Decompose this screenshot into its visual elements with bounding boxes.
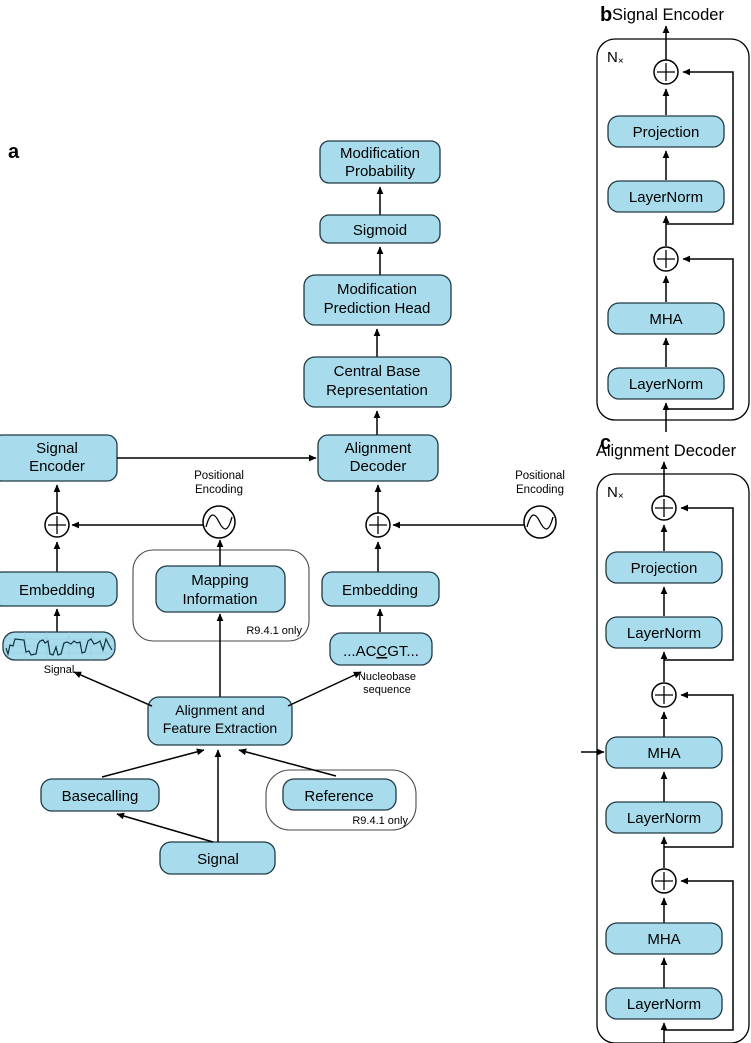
nucleobase-caption-line1: Nucleobase — [358, 671, 416, 683]
alignment-feature-line2: Feature Extraction — [163, 720, 277, 736]
panel-b-layernorm-upper-label: LayerNorm — [629, 189, 703, 206]
modification-prediction-head-line2: Prediction Head — [324, 300, 431, 317]
panel-b-box-layernorm-lower[interactable] — [607, 367, 725, 400]
panel-c-residual-2 — [664, 691, 734, 848]
signal-encoder-line1: Signal — [36, 440, 78, 457]
arrow-afe-to-signal — [73, 671, 153, 707]
box-modification-probability[interactable] — [319, 140, 441, 184]
modification-prediction-head-line1: Modification — [337, 281, 417, 298]
positional-encoding-left-line2: Encoding — [195, 484, 243, 496]
panel-c-box-mha-cross[interactable] — [605, 736, 723, 769]
panel-b-frame — [596, 38, 750, 421]
panel-c-box-layernorm-3[interactable] — [605, 987, 723, 1020]
box-nucleobase-sequence[interactable] — [329, 632, 433, 666]
basecalling-label: Basecalling — [62, 788, 139, 805]
panel-b-title: Signal Encoder — [612, 6, 724, 24]
alignment-feature-line1: Alignment and — [175, 702, 265, 718]
panel-b-box-projection[interactable] — [607, 115, 725, 148]
panel-c-repeat-label: N× — [607, 484, 624, 502]
box-alignment-decoder[interactable] — [317, 434, 439, 482]
panel-b-box-layernorm-upper[interactable] — [607, 180, 725, 213]
r941-only-reference-label: R9.4.1 only — [352, 815, 408, 827]
nucleobase-suffix: GT... — [387, 643, 419, 660]
panel-c-frame — [596, 473, 750, 1043]
sine-wave-right — [526, 514, 554, 530]
panel-c-layernorm-3-label: LayerNorm — [627, 996, 701, 1013]
embedding-right-label: Embedding — [342, 582, 418, 599]
panel-b-letter: b — [600, 4, 612, 26]
alignment-decoder-line2: Decoder — [350, 458, 407, 475]
positional-encoding-left-line1: Positional — [194, 470, 244, 482]
central-base-line1: Central Base — [334, 363, 421, 380]
signal-caption: Signal — [44, 664, 75, 676]
box-alignment-feature-extraction[interactable] — [147, 696, 293, 746]
mapping-information-line1: Mapping — [191, 572, 249, 589]
box-modification-prediction-head[interactable] — [303, 274, 452, 326]
modification-probability-line2: Probability — [345, 163, 416, 180]
sine-wave-left — [205, 514, 233, 530]
panel-c-box-projection[interactable] — [605, 551, 723, 584]
signal-bottom-label: Signal — [197, 851, 239, 868]
panel-c-residual-1 — [664, 504, 734, 661]
reference-label: Reference — [304, 788, 373, 805]
panel-b-residual-bottom — [666, 255, 734, 410]
box-central-base-representation[interactable] — [303, 356, 452, 408]
panel-b-residual-top — [666, 68, 734, 225]
panel-b-mha-label: MHA — [649, 311, 682, 328]
nucleobase-central-base: C — [376, 643, 387, 660]
arrow-signal-to-basecalling — [116, 812, 214, 843]
panel-c-mha-cross-label: MHA — [647, 745, 680, 762]
panel-c-mha-self-label: MHA — [647, 931, 680, 948]
panel-c-title: Alignment Decoder — [596, 442, 737, 460]
signal-encoder-line2: Encoder — [29, 458, 85, 475]
central-base-line2: Representation — [326, 382, 428, 399]
panel-b-repeat-label: N× — [607, 49, 624, 67]
nucleobase-caption-line2: sequence — [363, 684, 411, 696]
modification-probability-line1: Modification — [340, 145, 420, 162]
alignment-decoder-line1: Alignment — [345, 440, 413, 457]
panel-b-projection-label: Projection — [633, 124, 700, 141]
panel-c-layernorm-2-label: LayerNorm — [627, 810, 701, 827]
panel-c-box-layernorm-1[interactable] — [605, 616, 723, 649]
box-reference[interactable] — [282, 778, 397, 811]
panel-c-box-mha-self[interactable] — [605, 922, 723, 955]
box-embedding-right[interactable] — [321, 571, 440, 607]
arrow-reference-to-afe — [238, 748, 337, 777]
positional-encoding-right-line1: Positional — [515, 470, 565, 482]
arrow-basecalling-to-afe — [101, 748, 205, 778]
sigmoid-label: Sigmoid — [353, 222, 407, 239]
panel-c-letter: c — [600, 432, 611, 454]
panel-c-layernorm-1-label: LayerNorm — [627, 625, 701, 642]
panel-a-letter: a — [8, 141, 20, 163]
r941-only-mapping-label: R9.4.1 only — [246, 625, 302, 637]
nucleobase-prefix: ...AC — [343, 643, 377, 660]
box-sigmoid[interactable] — [319, 214, 441, 244]
panel-c-residual-3 — [664, 877, 734, 1031]
panel-b-layernorm-lower-label: LayerNorm — [629, 376, 703, 393]
nucleobase-sequence-label: ...ACCGT... — [343, 643, 419, 660]
box-basecalling[interactable] — [40, 778, 160, 812]
embedding-left-label: Embedding — [19, 582, 95, 599]
panel-c-box-layernorm-2[interactable] — [605, 801, 723, 834]
panel-b-box-mha[interactable] — [607, 302, 725, 335]
arrow-afe-to-nucleobase — [287, 671, 362, 707]
panel-c-projection-label: Projection — [631, 560, 698, 577]
positional-encoding-right-line2: Encoding — [516, 484, 564, 496]
signal-waveform-icon — [3, 632, 115, 660]
box-embedding-left[interactable] — [0, 571, 118, 607]
mapping-information-line2: Information — [182, 591, 257, 608]
